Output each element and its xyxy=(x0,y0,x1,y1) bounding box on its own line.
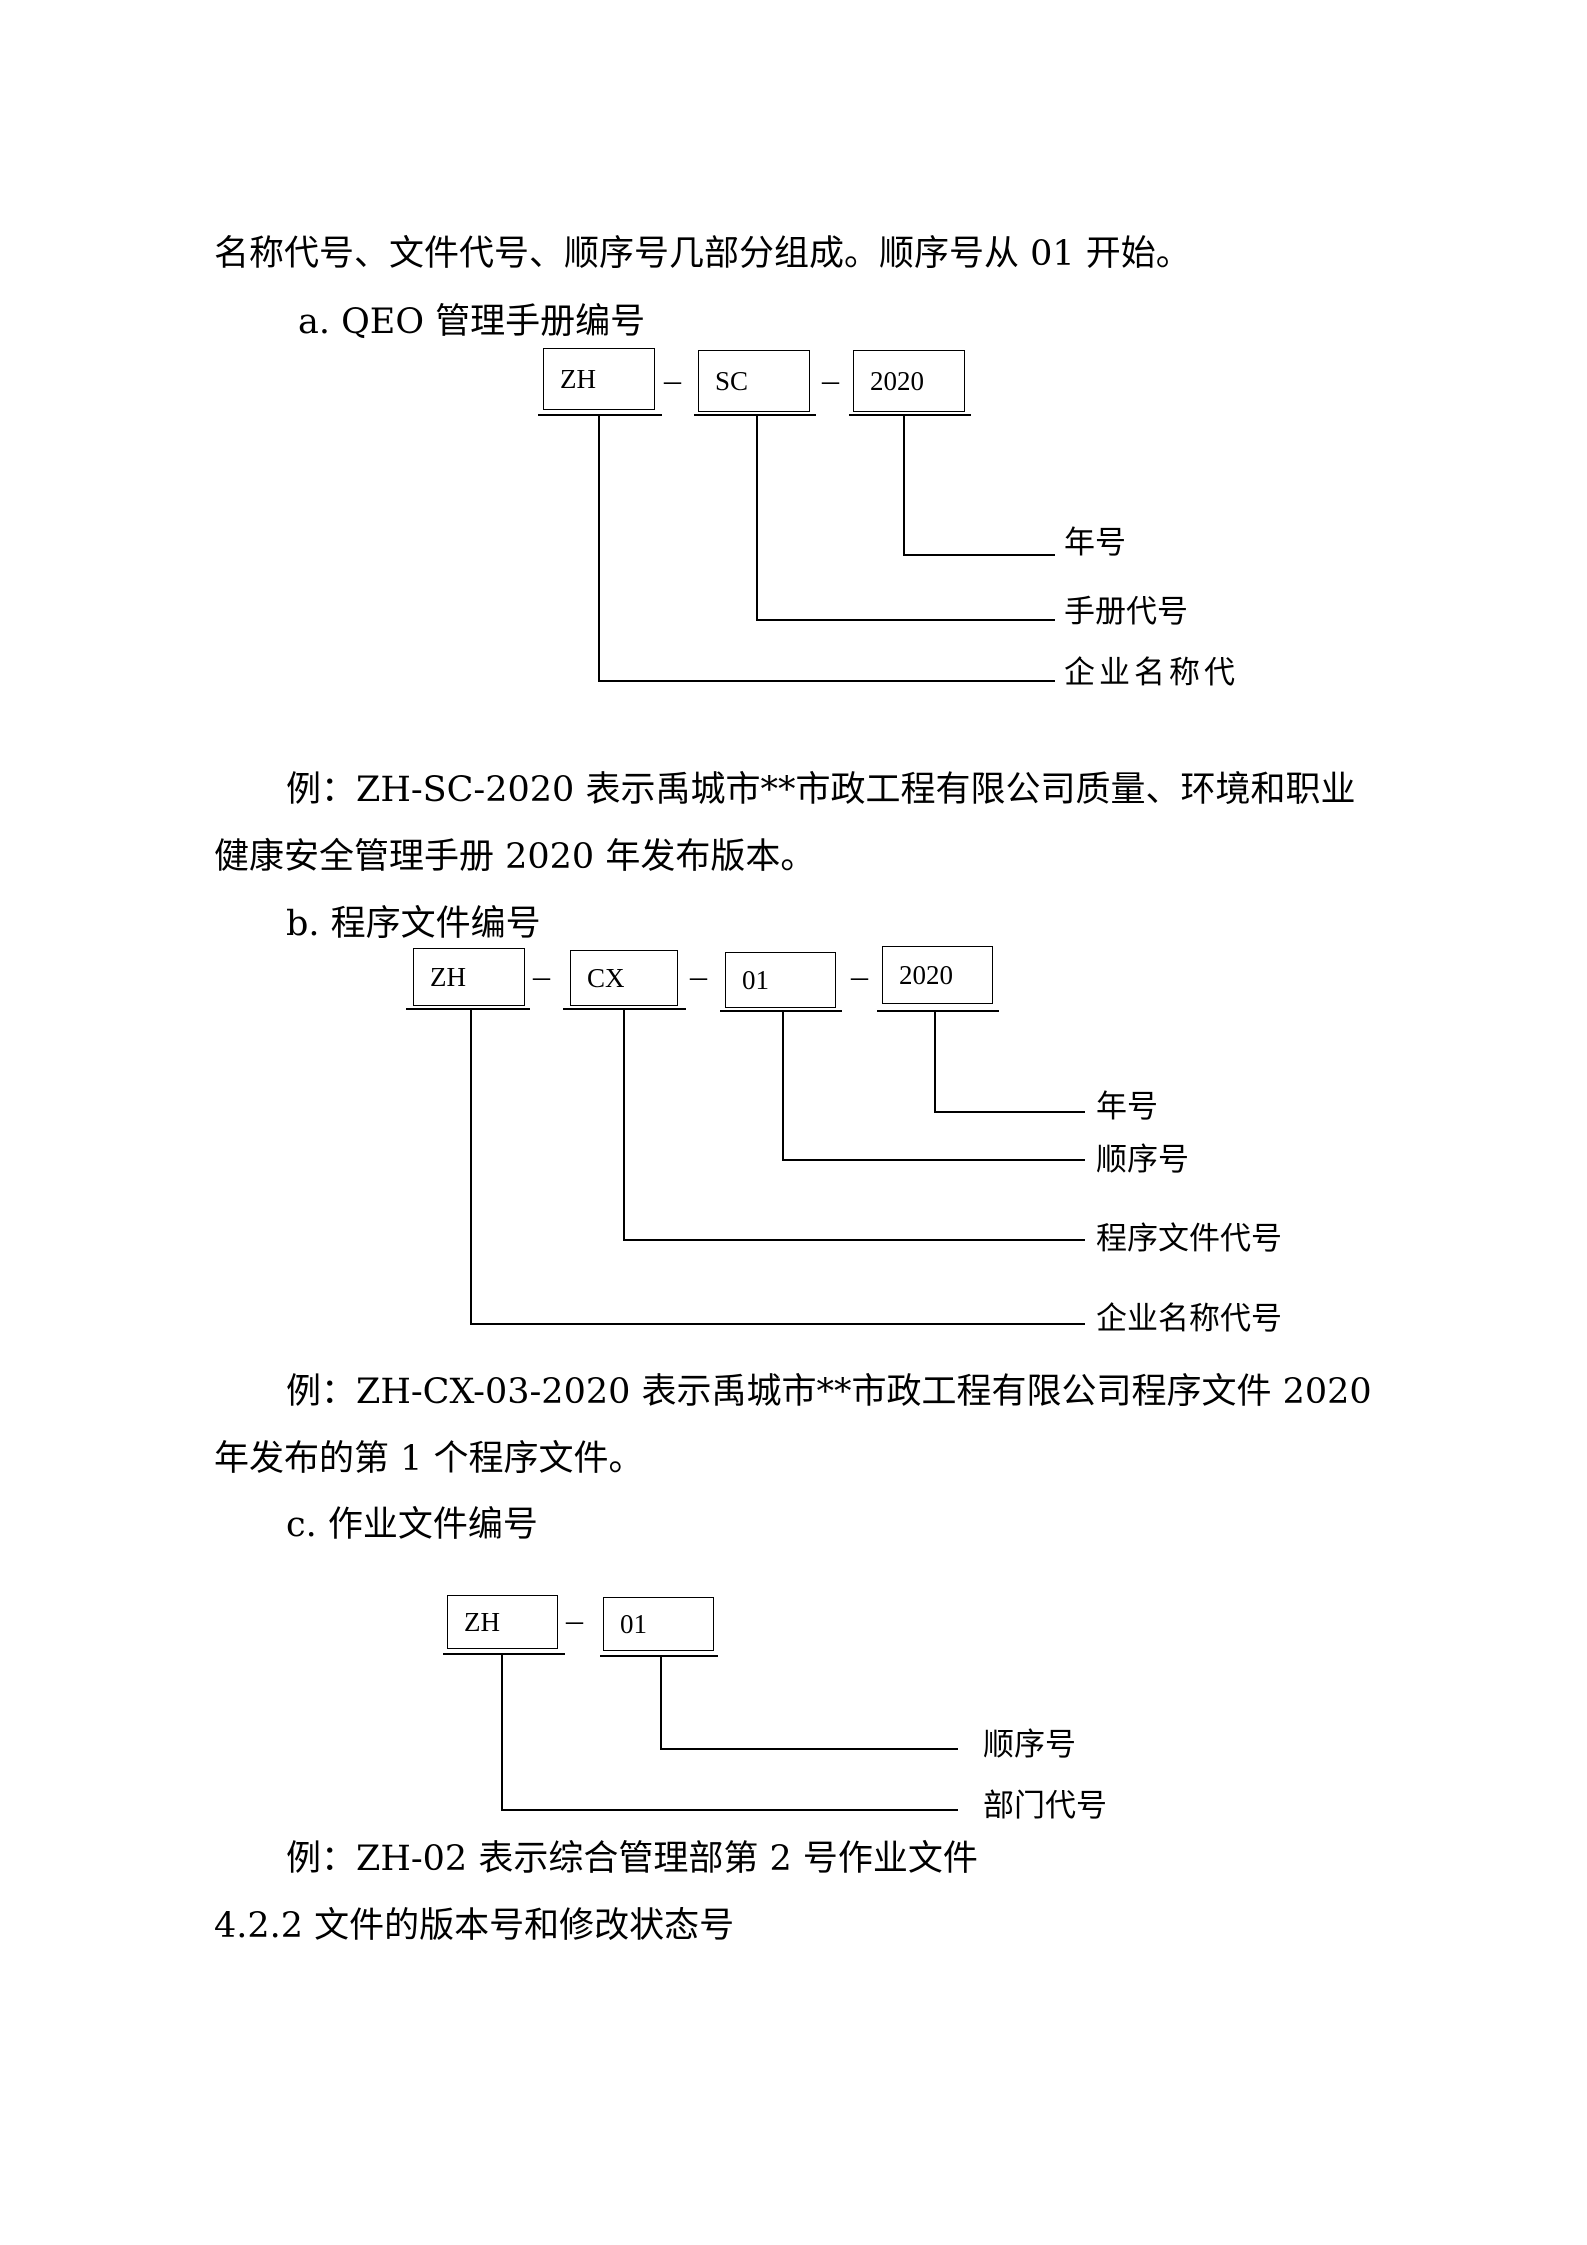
connector-line xyxy=(782,1159,1085,1161)
example-a-line2: 健康安全管理手册 2020 年发布版本。 xyxy=(214,837,816,877)
code-box-seq: 01 xyxy=(725,952,836,1008)
underline xyxy=(877,1010,999,1012)
code-box-year: 2020 xyxy=(853,350,965,412)
label-sequence: 顺序号 xyxy=(1096,1142,1189,1178)
underline xyxy=(720,1010,842,1012)
connector-line xyxy=(934,1010,936,1111)
example-c: 例：ZH-02 表示综合管理部第 2 号作业文件 xyxy=(286,1839,978,1879)
code-box-zh: ZH xyxy=(543,348,655,410)
separator-dash: – xyxy=(664,362,681,399)
label-department-code: 部门代号 xyxy=(983,1788,1107,1824)
connector-line xyxy=(598,680,1055,682)
underline xyxy=(443,1653,565,1655)
label-manual-code: 手册代号 xyxy=(1064,594,1188,630)
heading-b: b. 程序文件编号 xyxy=(286,904,541,944)
connector-line xyxy=(756,619,1055,621)
separator-dash: – xyxy=(566,1602,583,1639)
connector-line xyxy=(660,1748,958,1750)
heading-a: a. QEO 管理手册编号 xyxy=(298,302,646,342)
connector-line xyxy=(756,414,758,619)
code-box-zh: ZH xyxy=(413,948,525,1006)
section-heading-4-2-2: 4.2.2 文件的版本号和修改状态号 xyxy=(214,1906,735,1946)
code-box-seq: 01 xyxy=(603,1597,714,1651)
paragraph-intro: 名称代号、文件代号、顺序号几部分组成。顺序号从 01 开始。 xyxy=(214,234,1191,274)
example-a-line1: 例：ZH-SC-2020 表示禹城市**市政工程有限公司质量、环境和职业 xyxy=(286,770,1356,810)
code-box-year: 2020 xyxy=(882,946,993,1004)
underline xyxy=(406,1008,530,1010)
connector-line xyxy=(903,554,1055,556)
separator-dash: – xyxy=(822,362,839,399)
label-company-code: 企业名称代号 xyxy=(1096,1301,1282,1337)
underline xyxy=(538,414,662,416)
connector-line xyxy=(782,1010,784,1159)
connector-line xyxy=(470,1323,1085,1325)
label-sequence: 顺序号 xyxy=(983,1727,1076,1763)
underline xyxy=(694,414,816,416)
underline xyxy=(849,414,971,416)
label-company-code: 企业名称代 xyxy=(1064,655,1239,691)
underline xyxy=(600,1655,718,1657)
connector-line xyxy=(501,1809,958,1811)
code-box-sc: SC xyxy=(698,350,810,412)
connector-line xyxy=(660,1655,662,1748)
label-year: 年号 xyxy=(1096,1089,1158,1125)
connector-line xyxy=(623,1239,1085,1241)
connector-line xyxy=(903,414,905,554)
connector-line xyxy=(598,414,600,680)
example-b-line1: 例：ZH-CX-03-2020 表示禹城市**市政工程有限公司程序文件 2020 xyxy=(286,1372,1372,1412)
heading-c: c. 作业文件编号 xyxy=(286,1505,538,1545)
connector-line xyxy=(623,1008,625,1239)
separator-dash: – xyxy=(533,958,550,995)
label-procedure-code: 程序文件代号 xyxy=(1096,1221,1282,1257)
separator-dash: – xyxy=(690,958,707,995)
label-year: 年号 xyxy=(1064,525,1126,561)
separator-dash: – xyxy=(851,958,868,995)
connector-line xyxy=(934,1111,1085,1113)
connector-line xyxy=(470,1008,472,1323)
connector-line xyxy=(501,1653,503,1809)
code-box-cx: CX xyxy=(570,950,678,1006)
example-b-line2: 年发布的第 1 个程序文件。 xyxy=(214,1439,644,1479)
code-box-zh: ZH xyxy=(447,1595,558,1649)
